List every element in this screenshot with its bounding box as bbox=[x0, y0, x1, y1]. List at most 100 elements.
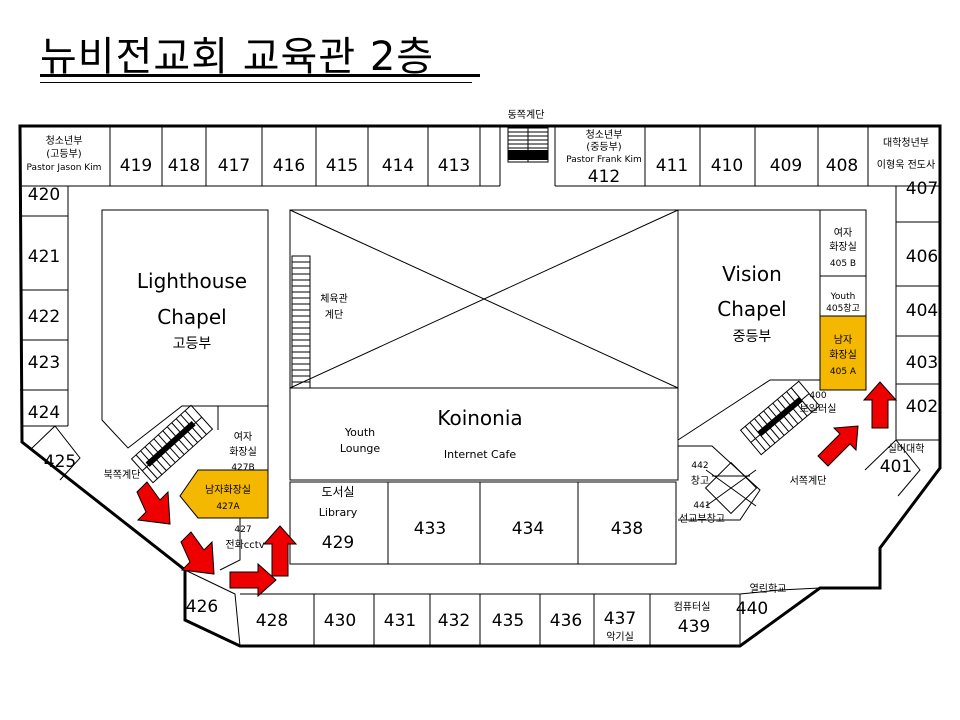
room-413: 413 bbox=[438, 156, 470, 176]
computer-label-1: 컴퓨터실 bbox=[674, 601, 711, 613]
room-420: 420 bbox=[28, 185, 60, 205]
north-stairs bbox=[130, 404, 214, 484]
room-411: 411 bbox=[656, 156, 688, 176]
y405-label-2: 405창고 bbox=[826, 303, 860, 314]
library-label-2: Library bbox=[319, 506, 358, 519]
w405b-label-1: 여자 bbox=[834, 227, 852, 239]
arrow-left-3 bbox=[229, 562, 277, 598]
east-stairs bbox=[507, 127, 549, 163]
arrow-left-2 bbox=[180, 531, 215, 575]
room-419: 419 bbox=[120, 156, 152, 176]
mens-restroom-405a bbox=[819, 315, 867, 391]
w405b-label-3: 405 B bbox=[830, 259, 856, 269]
storage-rooms bbox=[678, 445, 761, 521]
right-rooms bbox=[864, 186, 940, 497]
room-433: 433 bbox=[414, 519, 446, 539]
room-430: 430 bbox=[324, 611, 356, 631]
room-435: 435 bbox=[492, 611, 524, 631]
room-431: 431 bbox=[384, 611, 416, 631]
gym-stairs bbox=[291, 255, 311, 389]
w427b-label-1: 여자 bbox=[234, 431, 252, 443]
college-label-2: 이형욱 전도사 bbox=[877, 159, 935, 171]
room-424: 424 bbox=[28, 403, 60, 423]
college-label-1: 대학청년부 bbox=[883, 137, 929, 149]
west-stairs-label: 서쪽계단 bbox=[790, 475, 827, 487]
youth-hs-label-1: 청소년부 bbox=[46, 135, 83, 147]
vision-label-2: Chapel bbox=[717, 297, 786, 321]
room-402: 402 bbox=[906, 397, 938, 417]
room-409: 409 bbox=[770, 156, 802, 176]
mens-restroom-427a bbox=[179, 469, 269, 519]
room-426: 426 bbox=[186, 597, 218, 617]
m405a-label-3: 405 A bbox=[830, 367, 857, 377]
page-title: 뉴비전교회 교육관 2층 bbox=[40, 34, 435, 80]
r441-label-1: 441 bbox=[693, 501, 710, 511]
room-407: 407 bbox=[906, 179, 938, 199]
m427a-label-2: 427A bbox=[216, 502, 240, 512]
computer-label-2: 439 bbox=[678, 617, 710, 637]
room-412: 412 bbox=[588, 167, 620, 187]
room-422: 422 bbox=[28, 307, 60, 327]
room-421: 421 bbox=[28, 247, 60, 267]
east-stairs-label: 동쪽계단 bbox=[508, 109, 545, 121]
room-434: 434 bbox=[512, 519, 544, 539]
youth-ms-label-2: (중등부) bbox=[586, 141, 622, 153]
room-404: 404 bbox=[906, 301, 938, 321]
arrow-left-4 bbox=[262, 525, 298, 577]
title-underline-thin bbox=[40, 82, 472, 83]
youth-lounge-label-2: Lounge bbox=[340, 442, 381, 455]
arrow-right-2 bbox=[862, 381, 898, 429]
r442-label-1: 442 bbox=[691, 461, 708, 471]
room-438: 438 bbox=[611, 519, 643, 539]
koinonia-label: Koinonia bbox=[437, 406, 522, 430]
m405a-label-2: 화장실 bbox=[829, 349, 857, 361]
library-label-1: 도서실 bbox=[321, 485, 354, 499]
room-408: 408 bbox=[826, 156, 858, 176]
m405a-label-1: 남자 bbox=[834, 334, 852, 346]
internet-cafe-label: Internet Cafe bbox=[444, 448, 516, 461]
room-415: 415 bbox=[326, 156, 358, 176]
yeolrin-label-1: 열린학교 bbox=[750, 583, 787, 595]
y405-label-1: Youth bbox=[830, 292, 856, 302]
yeolrin-label-2: 440 bbox=[736, 599, 768, 619]
silver-label-2: 401 bbox=[880, 457, 912, 477]
room-423: 423 bbox=[28, 353, 60, 373]
left-rooms bbox=[20, 186, 81, 481]
r427-label-2: 전화cctv bbox=[225, 539, 264, 551]
vision-label-1: Vision bbox=[722, 262, 782, 286]
w427b-label-3: 427B bbox=[231, 463, 254, 473]
r437-label-1: 437 bbox=[604, 609, 636, 629]
room-436: 436 bbox=[550, 611, 582, 631]
w405b-label-2: 화장실 bbox=[829, 241, 857, 253]
library-label-3: 429 bbox=[322, 533, 354, 553]
building-outline bbox=[18, 124, 942, 648]
r437-label-2: 악기실 bbox=[606, 631, 634, 643]
koinonia-block bbox=[289, 209, 679, 481]
arrow-left-1 bbox=[136, 481, 171, 525]
r442-label-2: 창고 bbox=[691, 475, 709, 487]
youth-ms-label-1: 청소년부 bbox=[586, 129, 623, 141]
room-410: 410 bbox=[711, 156, 743, 176]
lighthouse-label-1: Lighthouse bbox=[137, 269, 247, 293]
room-432: 432 bbox=[438, 611, 470, 631]
gym-stairs-label-2: 계단 bbox=[325, 309, 343, 321]
room-428: 428 bbox=[256, 611, 288, 631]
inner-bottom-rooms bbox=[289, 481, 677, 565]
room-414: 414 bbox=[382, 156, 414, 176]
lighthouse-label-2: Chapel bbox=[157, 305, 226, 329]
room-406: 406 bbox=[906, 247, 938, 267]
north-stairs-label: 북쪽계단 bbox=[104, 469, 141, 481]
direction-arrows bbox=[136, 381, 898, 598]
room-417: 417 bbox=[218, 156, 250, 176]
m427a-label-1: 남자화장실 bbox=[205, 484, 251, 496]
youth-ms-label-3: Pastor Frank Kim bbox=[566, 155, 642, 165]
youth-lounge-label-1: Youth bbox=[344, 426, 375, 439]
silver-label-1: 실버대학 bbox=[888, 443, 925, 455]
bottom-rooms bbox=[184, 569, 821, 647]
youth-hs-label-2: (고등부) bbox=[46, 148, 82, 160]
room-416: 416 bbox=[273, 156, 305, 176]
lighthouse-chapel-room bbox=[101, 209, 269, 449]
room-418: 418 bbox=[168, 156, 200, 176]
gym-stairs-label-1: 체육관 bbox=[320, 293, 348, 305]
